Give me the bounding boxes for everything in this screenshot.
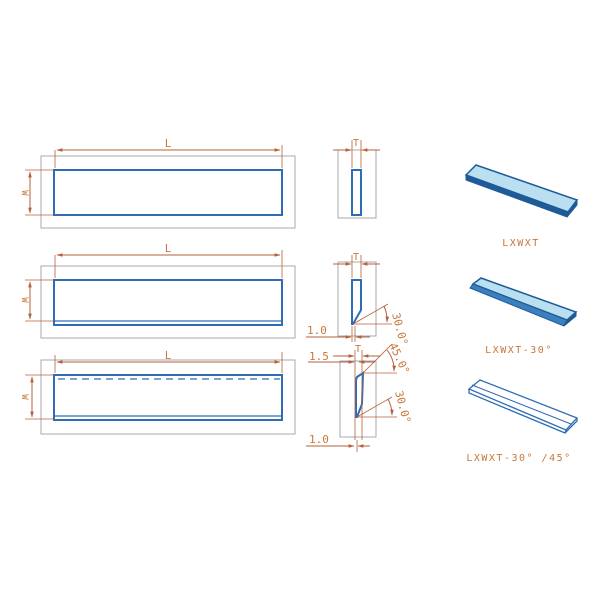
iso-caption-bevel-30: LXWXT-30°	[485, 345, 553, 356]
frame	[40, 265, 296, 339]
iso-view-bevel-30	[469, 277, 578, 327]
part-outline	[53, 374, 283, 421]
part-outline	[53, 169, 283, 216]
iso-caption-bevel-30-45: LXWXT-30° /45°	[466, 453, 571, 464]
width-label: W	[19, 297, 29, 303]
thickness-label: T	[353, 252, 359, 263]
land-label: 1.0	[307, 324, 327, 337]
length-label: L	[165, 349, 172, 362]
front-view-plain: L W	[19, 137, 296, 229]
part-section	[351, 279, 362, 325]
top-angle-label: 45.0°	[386, 341, 412, 377]
iso-view-bevel-30-45	[467, 379, 579, 434]
side-view-bevel-30-45: T 1.5 45.0° 30.0° 1.0	[306, 341, 413, 452]
thickness-label: T	[353, 138, 359, 149]
frame	[339, 360, 377, 438]
width-label: W	[19, 190, 29, 196]
length-label: L	[165, 137, 172, 150]
frame	[40, 155, 296, 229]
side-view-plain: T	[333, 138, 380, 219]
width-label: W	[19, 394, 29, 400]
bevel-angle-label: 30.0°	[389, 311, 410, 346]
frame	[40, 359, 296, 435]
part-outline	[53, 279, 283, 326]
frame	[337, 261, 377, 337]
top-land-label: 1.5	[309, 350, 329, 363]
frame	[337, 149, 377, 219]
front-view-bevel-30: L W	[19, 242, 296, 339]
front-view-bevel-30-45: L W	[19, 349, 296, 435]
thickness-label: T	[355, 344, 361, 355]
iso-caption-plain: LXWXT	[502, 238, 540, 249]
part-section	[351, 169, 362, 216]
iso-view-plain	[464, 164, 579, 218]
length-label: L	[165, 242, 172, 255]
side-view-bevel-30: T 30.0° 1.0	[306, 252, 410, 347]
bottom-angle-label: 30.0°	[392, 389, 413, 424]
bottom-land-label: 1.0	[309, 433, 329, 446]
